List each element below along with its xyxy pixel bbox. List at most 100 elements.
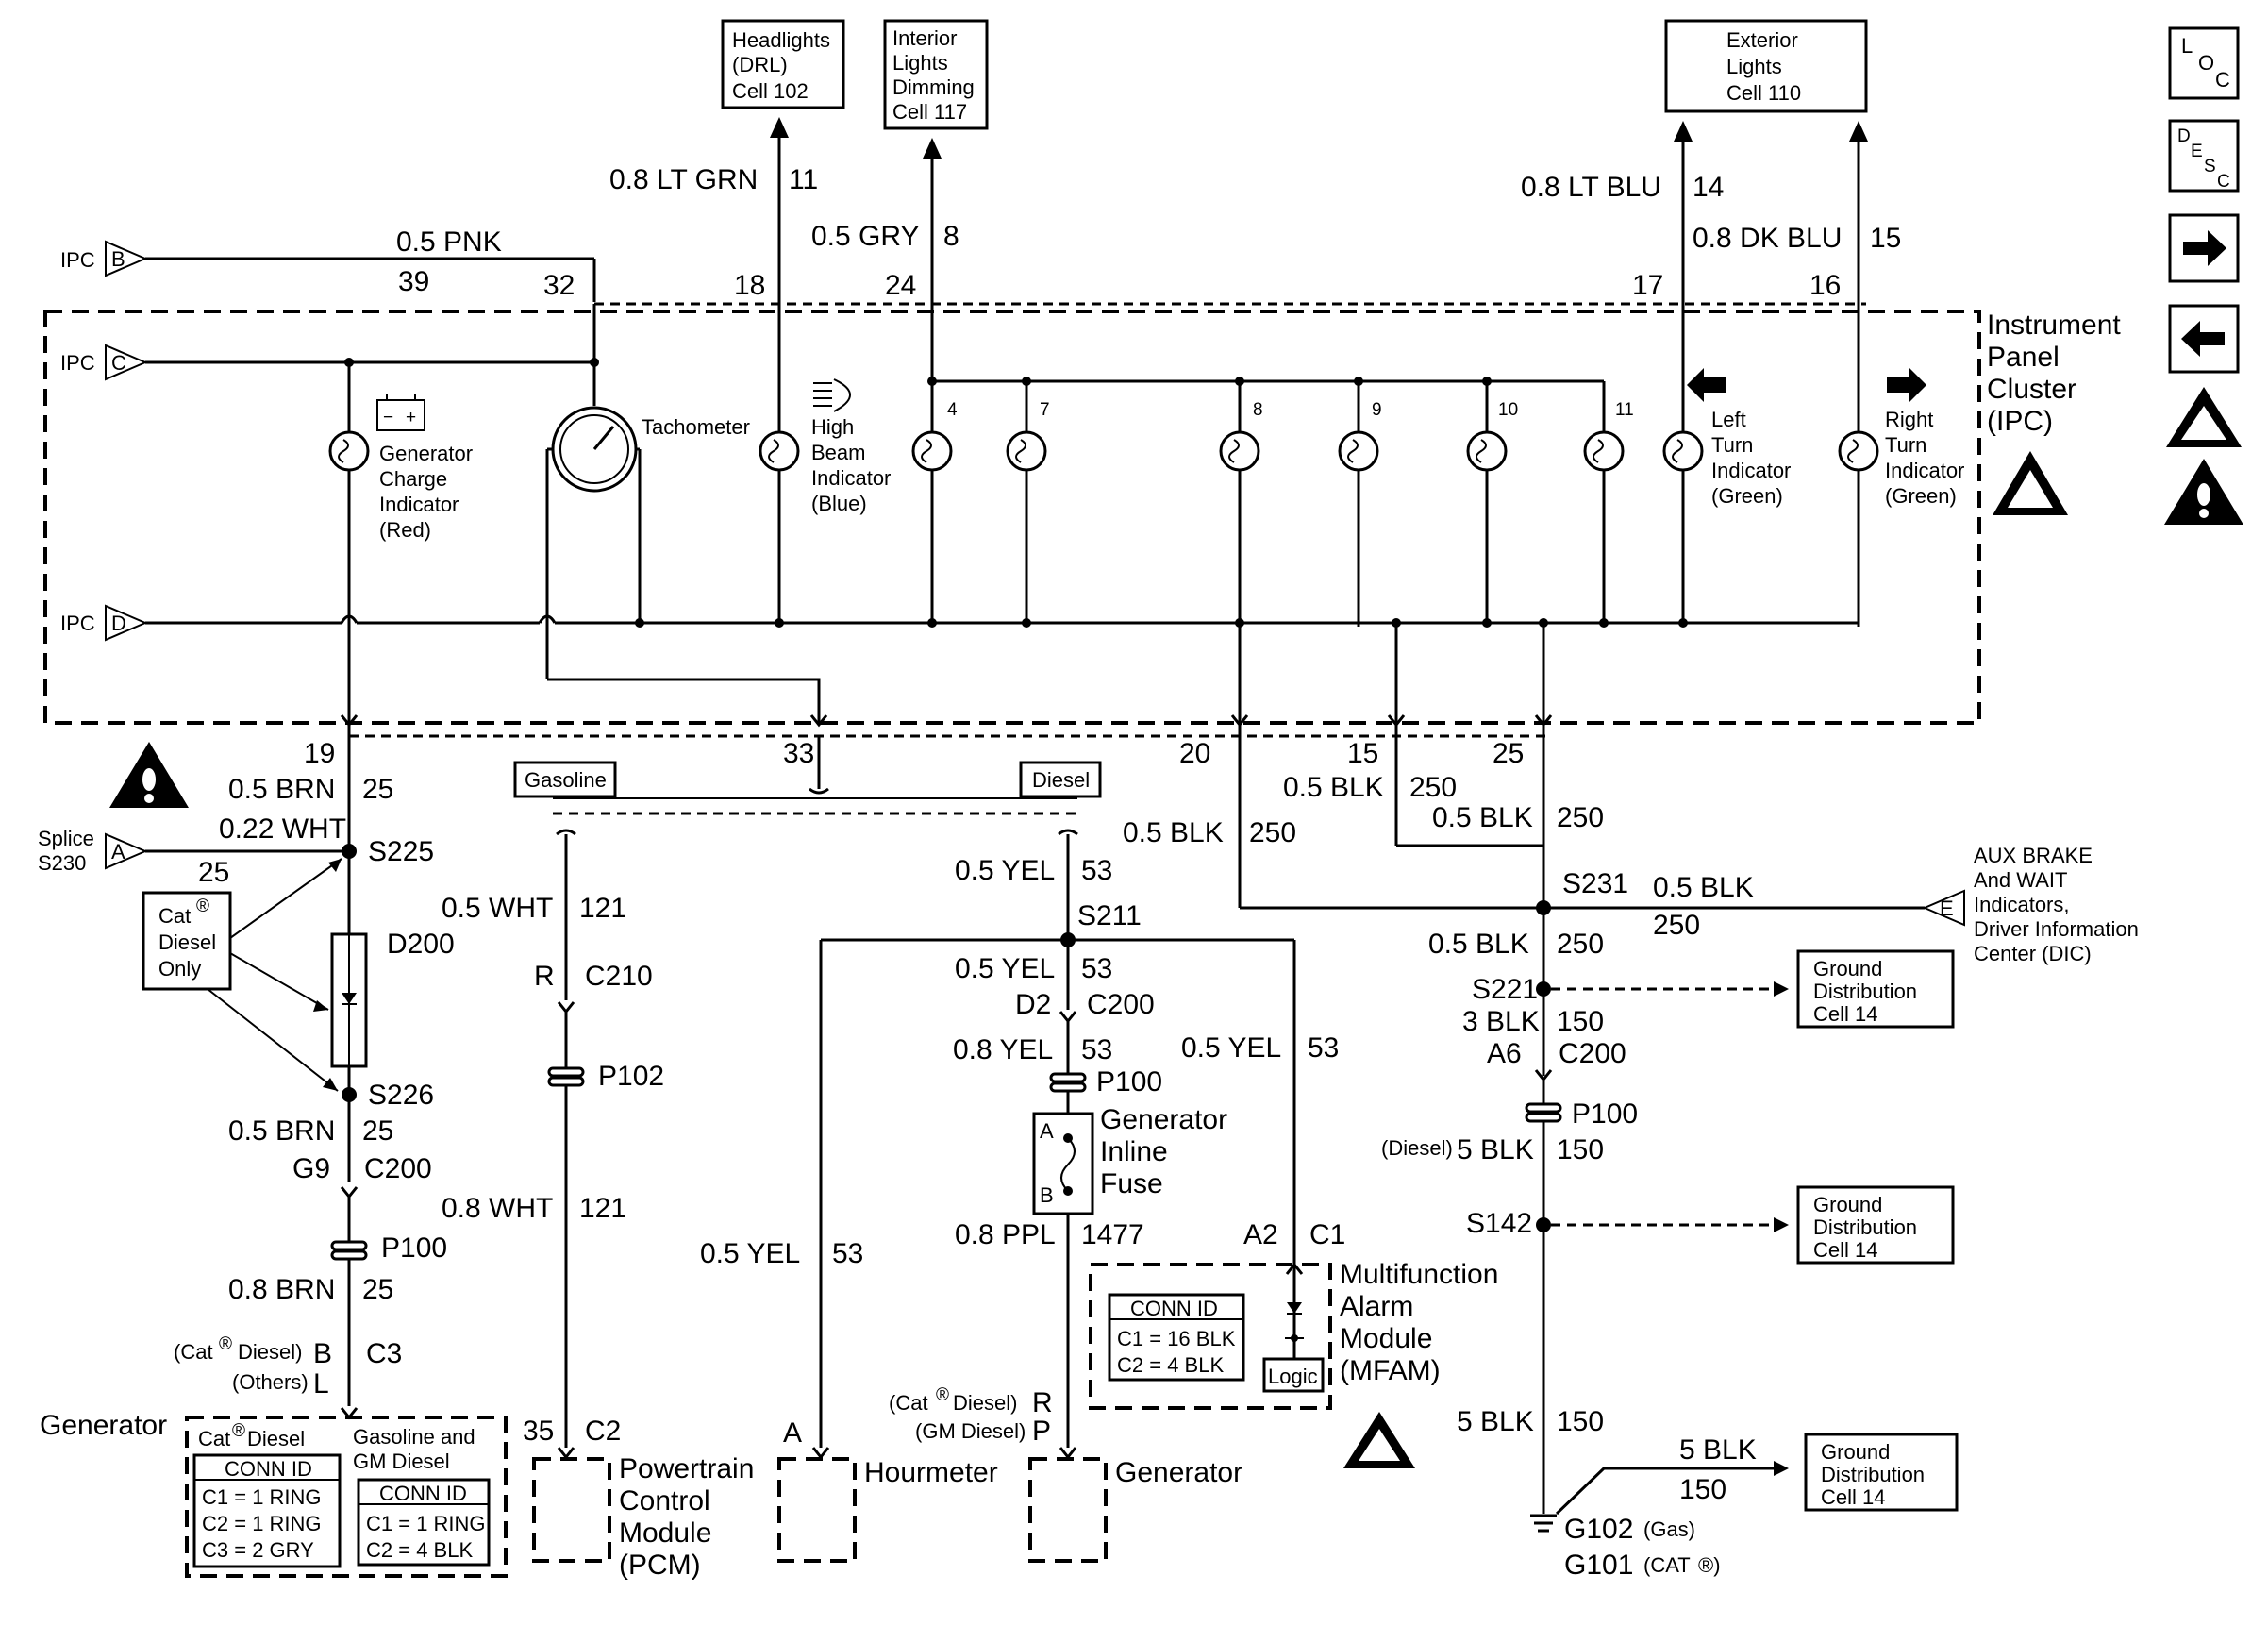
tachometer-gauge xyxy=(545,406,642,679)
svg-text:(Others): (Others) xyxy=(232,1370,309,1394)
loc-icon[interactable]: L O C xyxy=(2168,26,2240,100)
svg-text:B: B xyxy=(111,247,125,271)
svg-text:C2 = 1 RING: C2 = 1 RING xyxy=(202,1512,322,1535)
mfam-boundary xyxy=(1089,1263,1332,1410)
svg-text:C2 = 4 BLK: C2 = 4 BLK xyxy=(366,1538,473,1562)
svg-text:Diesel): Diesel) xyxy=(238,1340,302,1364)
svg-text:C200: C200 xyxy=(1559,1038,1626,1069)
svg-text:C1 = 16 BLK: C1 = 16 BLK xyxy=(1117,1327,1236,1350)
svg-text:(Gas): (Gas) xyxy=(1643,1517,1695,1541)
generator-2-boundary xyxy=(1028,1457,1108,1563)
svg-text:(PCM): (PCM) xyxy=(619,1550,701,1581)
svg-text:Gasoline and: Gasoline and xyxy=(353,1425,475,1449)
generator-charge-bulb xyxy=(328,430,370,725)
generator-2-label: Generator xyxy=(1115,1457,1242,1488)
svg-text:5 BLK: 5 BLK xyxy=(1457,1134,1534,1165)
svg-text:S230: S230 xyxy=(38,851,86,875)
svg-text:C3: C3 xyxy=(366,1338,402,1369)
svg-text:Driver Information: Driver Information xyxy=(1974,917,2139,941)
svg-text:Diesel): Diesel) xyxy=(953,1391,1017,1415)
svg-text:150: 150 xyxy=(1557,1406,1604,1437)
svg-text:Cell 102: Cell 102 xyxy=(732,79,809,103)
svg-text:Lights: Lights xyxy=(892,51,948,75)
svg-text:15: 15 xyxy=(1870,223,1901,254)
hourmeter-label: Hourmeter xyxy=(864,1457,998,1488)
svg-text:+: + xyxy=(406,408,416,427)
svg-text:C200: C200 xyxy=(1087,989,1155,1020)
svg-text:Module: Module xyxy=(1340,1323,1432,1354)
svg-text:Cell 14: Cell 14 xyxy=(1813,1238,1877,1262)
svg-text:0.5 BRN: 0.5 BRN xyxy=(228,774,335,805)
svg-text:C200: C200 xyxy=(364,1153,432,1184)
esd-icon-ipc xyxy=(1993,451,2068,515)
svg-text:CONN ID: CONN ID xyxy=(225,1457,312,1481)
svg-text:0.5 YEL: 0.5 YEL xyxy=(700,1238,800,1269)
svg-text:L: L xyxy=(313,1368,329,1400)
svg-text:R: R xyxy=(1032,1387,1053,1418)
hourmeter-boundary xyxy=(777,1457,857,1563)
svg-text:24: 24 xyxy=(885,270,916,301)
desc-icon[interactable]: D E S C xyxy=(2168,119,2240,193)
svg-text:150: 150 xyxy=(1557,1006,1604,1037)
svg-text:53: 53 xyxy=(1081,1034,1112,1065)
svg-text:Only: Only xyxy=(158,957,201,981)
svg-text:Indicators,: Indicators, xyxy=(1974,893,2070,916)
svg-text:R: R xyxy=(534,961,555,992)
svg-text:Ground: Ground xyxy=(1821,1440,1890,1464)
svg-text:(DRL): (DRL) xyxy=(732,53,788,76)
svg-text:Right: Right xyxy=(1885,408,1933,431)
svg-text:39: 39 xyxy=(398,266,429,297)
right-turn-label: Right Turn Indicator (Green) xyxy=(1885,408,1964,508)
svg-text:Turn: Turn xyxy=(1885,433,1926,457)
svg-text:0.8 WHT: 0.8 WHT xyxy=(442,1193,553,1224)
ground-distribution-2: Ground Distribution Cell 14 xyxy=(1796,1185,1955,1265)
svg-text:Interior: Interior xyxy=(892,26,957,50)
svg-text:0.8 BRN: 0.8 BRN xyxy=(228,1274,335,1305)
svg-text:S231: S231 xyxy=(1562,868,1628,899)
svg-text:Generator: Generator xyxy=(1100,1104,1227,1135)
svg-text:25: 25 xyxy=(1493,738,1524,769)
svg-text:53: 53 xyxy=(832,1238,863,1269)
svg-text:Indicator: Indicator xyxy=(1711,459,1791,482)
svg-text:0.22 WHT: 0.22 WHT xyxy=(219,813,346,845)
generator-connector-table-right: Gasoline and GM Diesel CONN ID C1 = 1 RI… xyxy=(353,1425,491,1567)
svg-text:0.5 BLK: 0.5 BLK xyxy=(1428,929,1529,960)
left-turn-bulb xyxy=(1662,304,1704,627)
svg-text:Instrument: Instrument xyxy=(1987,310,2121,341)
svg-text:Cell 117: Cell 117 xyxy=(892,100,967,124)
arrow-left-icon[interactable] xyxy=(2168,304,2240,374)
svg-text:Ground: Ground xyxy=(1813,957,1882,981)
svg-text:Cat: Cat xyxy=(158,904,191,928)
svg-text:Indicator: Indicator xyxy=(379,493,459,516)
svg-text:A: A xyxy=(111,840,125,863)
svg-text:D: D xyxy=(2177,126,2191,146)
svg-text:A: A xyxy=(783,1417,802,1449)
svg-text:20: 20 xyxy=(1179,738,1210,769)
arrow-right-icon[interactable] xyxy=(2168,213,2240,283)
generator-module-boundary xyxy=(185,1416,508,1578)
svg-text:9: 9 xyxy=(1372,400,1382,420)
diode-d200 xyxy=(330,932,368,1068)
svg-text:10: 10 xyxy=(1498,400,1518,420)
svg-text:S211: S211 xyxy=(1077,900,1142,931)
svg-text:Exterior: Exterior xyxy=(1726,28,1798,52)
svg-text:(Cat: (Cat xyxy=(889,1391,928,1415)
svg-text:0.5 GRY: 0.5 GRY xyxy=(811,221,920,252)
svg-text:C3 = 2 GRY: C3 = 2 GRY xyxy=(202,1538,314,1562)
svg-text:C2 = 4 BLK: C2 = 4 BLK xyxy=(1117,1353,1224,1377)
svg-text:AUX BRAKE: AUX BRAKE xyxy=(1974,844,2093,867)
svg-text:And WAIT: And WAIT xyxy=(1974,868,2067,892)
ground-distribution-1: Ground Distribution Cell 14 xyxy=(1796,949,1955,1029)
svg-text:Indicator: Indicator xyxy=(811,466,891,490)
svg-text:A2: A2 xyxy=(1243,1219,1278,1250)
svg-text:53: 53 xyxy=(1308,1032,1339,1064)
svg-text:3 BLK: 3 BLK xyxy=(1462,1006,1540,1037)
svg-text:Cat: Cat xyxy=(198,1427,230,1450)
generator-charge-label: Generator Charge Indicator (Red) xyxy=(379,442,473,542)
headlights-box: Headlights (DRL) Cell 102 xyxy=(721,19,845,109)
svg-text:C: C xyxy=(2217,172,2230,192)
svg-text:0.5 BRN: 0.5 BRN xyxy=(228,1115,335,1147)
ipc-bottom-terminals xyxy=(340,714,1553,728)
mfam-internal: Logic xyxy=(1262,1262,1325,1393)
